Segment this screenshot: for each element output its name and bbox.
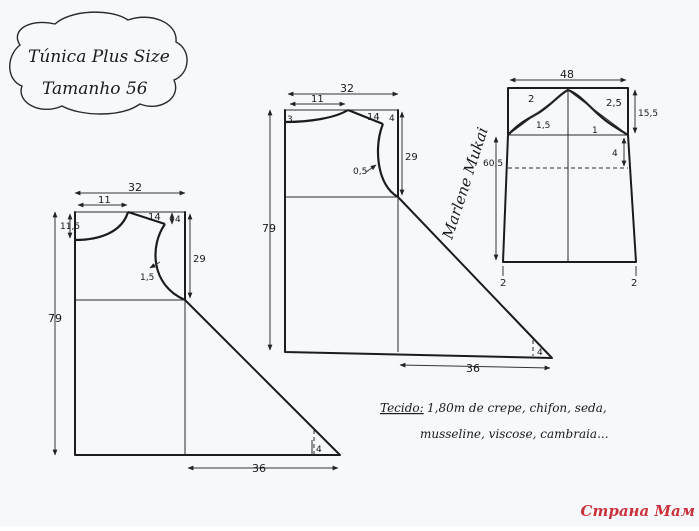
pattern-b-hem-extension: 36 — [466, 362, 480, 375]
pattern-b-hem-rise: 4 — [537, 348, 543, 358]
pattern-c-width-top: 48 — [560, 68, 574, 81]
fabric-label: Tecido: — [380, 401, 424, 415]
pattern-b-armhole-depth: 29 — [405, 152, 418, 163]
pattern-c-cap-height: 15,5 — [638, 109, 658, 119]
pattern-a-neckline — [74, 211, 130, 242]
pattern-b-neckline — [284, 109, 349, 124]
pattern-a-hem-extension: 36 — [252, 462, 266, 475]
pattern-b-width-top: 32 — [340, 82, 354, 95]
pattern-c-sleeve-length: 60,5 — [483, 159, 503, 169]
signature: Marlene Mukai — [438, 125, 491, 242]
title-cloud: Túnica Plus Size Tamanho 56 — [9, 11, 188, 115]
title-line-2: Tamanho 56 — [42, 79, 148, 99]
pattern-c-side-drop: 4 — [612, 149, 618, 159]
pattern-b: 32 11 3 14 4 29 0,5 79 36 4 — [262, 82, 553, 375]
pattern-b-shoulder-drop: 4 — [389, 114, 395, 124]
pattern-b-armhole-curve: 0,5 — [353, 167, 367, 177]
pattern-c: 48 2 2,5 15,5 1,5 1 60,5 4 2 2 — [483, 68, 658, 289]
fabric-line-2: musseline, viscose, cambraia... — [420, 427, 609, 441]
pattern-c-bottom-right: 2 — [631, 278, 637, 289]
pattern-a: 32 11 11,5 14 4 29 1,5 79 36 4 — [48, 181, 341, 475]
pattern-c-curve-left: 1,5 — [536, 121, 550, 131]
fabric-note: Tecido: 1,80m de crepe, chifon, seda, mu… — [380, 401, 609, 441]
pattern-c-outline — [502, 87, 637, 263]
pattern-b-armhole — [376, 123, 399, 198]
pattern-a-outline — [74, 211, 341, 456]
pattern-c-cap-right: 2,5 — [606, 98, 622, 109]
pattern-b-length: 79 — [262, 222, 276, 235]
pattern-c-cap-left: 2 — [528, 94, 534, 105]
pattern-b-shoulder: 14 — [367, 112, 380, 123]
pattern-a-shoulder-drop: 4 — [175, 215, 181, 225]
pattern-b-neck-depth: 3 — [287, 115, 293, 125]
watermark-logo: Страна Мам — [580, 502, 695, 520]
pattern-a-hem-rise: 4 — [316, 445, 322, 455]
pattern-a-shoulder: 14 — [148, 212, 161, 223]
pattern-c-curve-right: 1 — [592, 126, 598, 136]
title-line-1: Túnica Plus Size — [28, 47, 170, 67]
fabric-line-1: 1,80m de crepe, chifon, seda, — [427, 401, 607, 415]
pattern-a-neck-depth: 11,5 — [60, 222, 80, 232]
pattern-a-width-top: 32 — [128, 181, 142, 194]
pattern-a-length: 79 — [48, 312, 62, 325]
pattern-a-neck-width: 11 — [98, 195, 111, 206]
pattern-b-outline — [284, 109, 553, 359]
pattern-a-armhole-curve: 1,5 — [140, 273, 154, 283]
pattern-a-armhole-depth: 29 — [193, 254, 206, 265]
pattern-b-neck-width: 11 — [311, 94, 324, 105]
pattern-c-bottom-left: 2 — [500, 278, 506, 289]
